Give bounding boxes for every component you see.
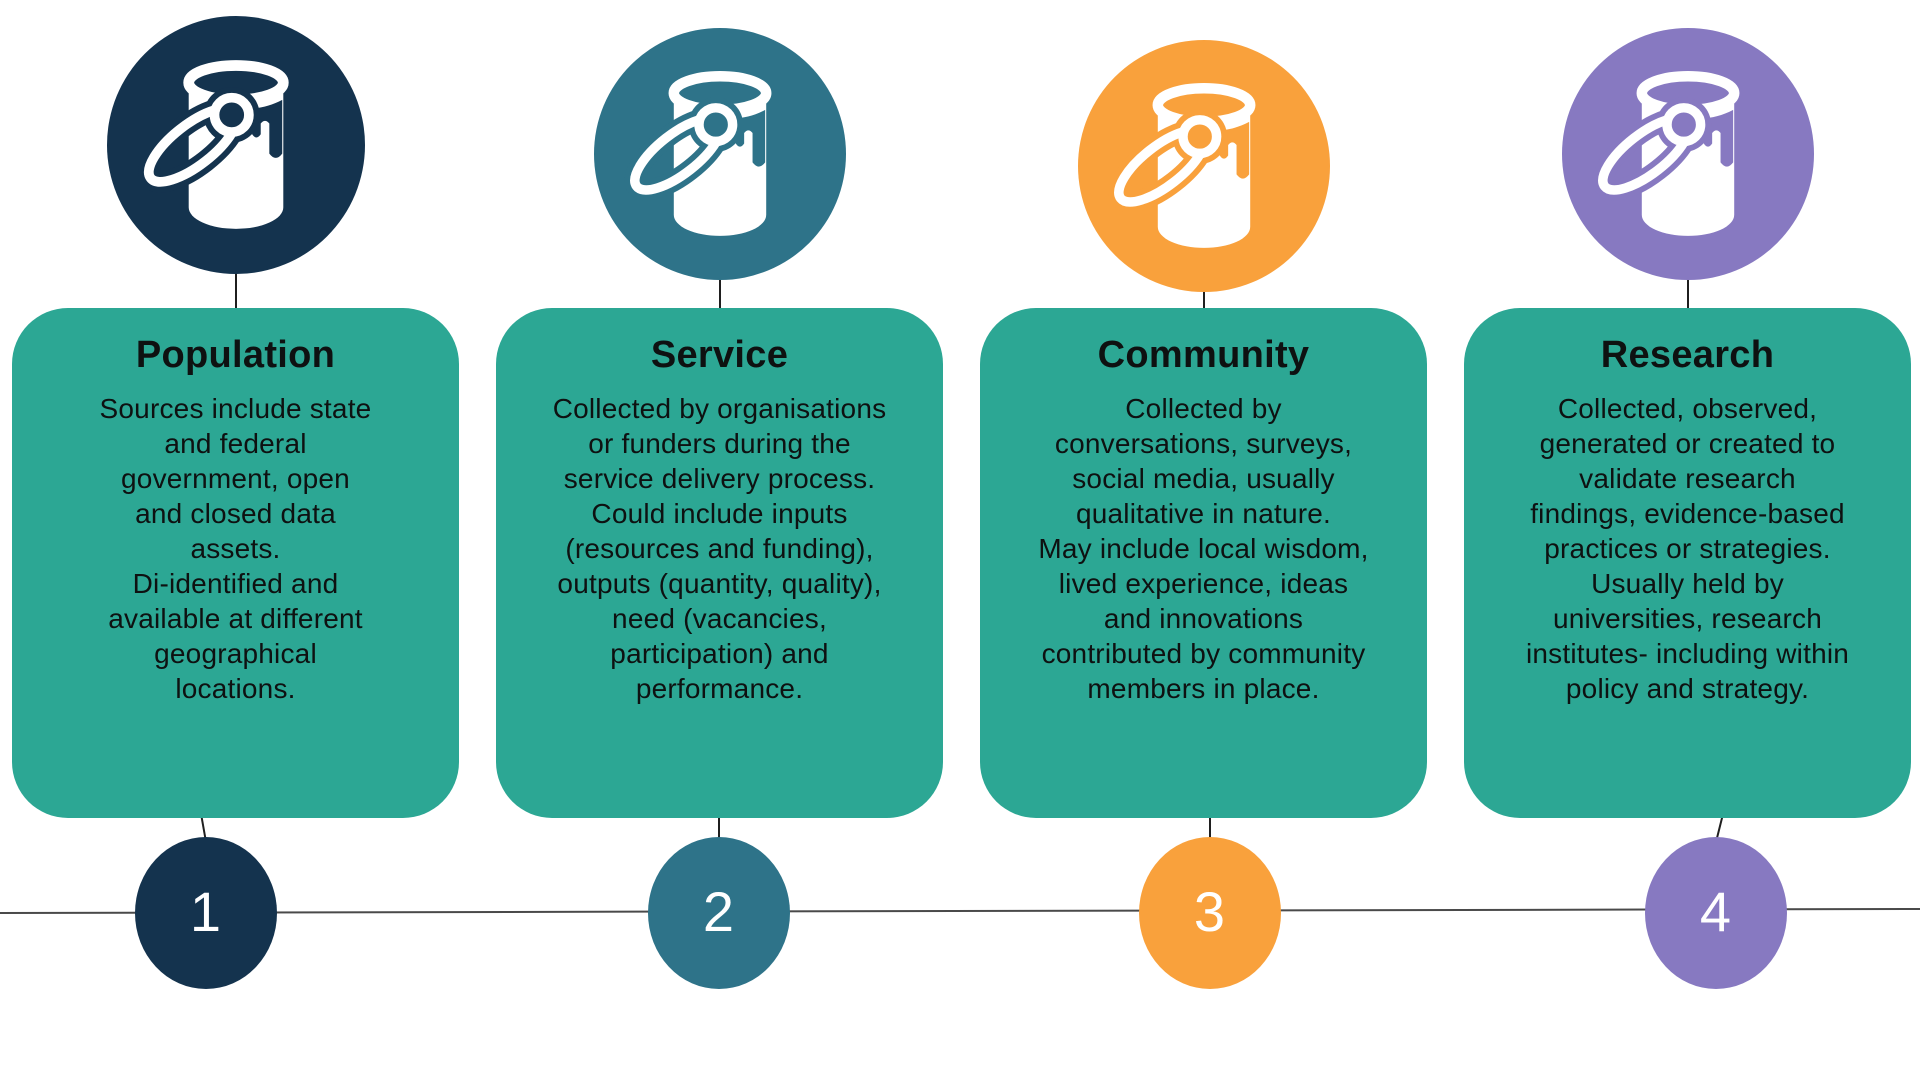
card-title: Population (135, 334, 336, 376)
icon-connector-line (718, 255, 721, 310)
step-number: 2 (702, 879, 735, 943)
column-population: Population Sources include state and fed… (12, 0, 459, 1080)
card-title: Service (650, 334, 789, 376)
column-community: Community Collected by conversations, su… (980, 0, 1427, 1080)
card-research: Research Collected, observed, generated … (1464, 308, 1911, 818)
step-number: 4 (1699, 879, 1732, 943)
step-number: 1 (189, 879, 222, 943)
paint-bucket-icon (1561, 28, 1814, 280)
paint-bucket-icon (1077, 40, 1330, 292)
card-title: Research (1600, 334, 1775, 376)
step-number: 3 (1193, 879, 1226, 943)
icon-connector-line (1686, 255, 1689, 310)
card-connector-line (1208, 810, 1211, 842)
icon-connector-line (234, 255, 237, 310)
paint-bucket-icon (593, 28, 846, 280)
step-number-badge: 3 (1138, 837, 1281, 989)
card-description: Collected by organisations or funders du… (552, 393, 887, 704)
column-research: Research Collected, observed, generated … (1464, 0, 1911, 1080)
step-number-badge: 4 (1644, 837, 1787, 989)
card-description: Collected, observed, generated or create… (1525, 393, 1850, 704)
column-service: Service Collected by organisations or fu… (496, 0, 943, 1080)
card-connector-line (717, 810, 720, 842)
card-population: Population Sources include state and fed… (12, 308, 459, 818)
card-community: Community Collected by conversations, su… (980, 308, 1427, 818)
step-number-badge: 1 (134, 837, 277, 989)
step-number-badge: 2 (647, 837, 790, 989)
card-description: Collected by conversations, surveys, soc… (1038, 393, 1369, 704)
card-description: Sources include state and federal govern… (99, 393, 372, 704)
card-title: Community (1097, 334, 1310, 376)
card-service: Service Collected by organisations or fu… (496, 308, 943, 818)
paint-bucket-icon (106, 16, 365, 274)
